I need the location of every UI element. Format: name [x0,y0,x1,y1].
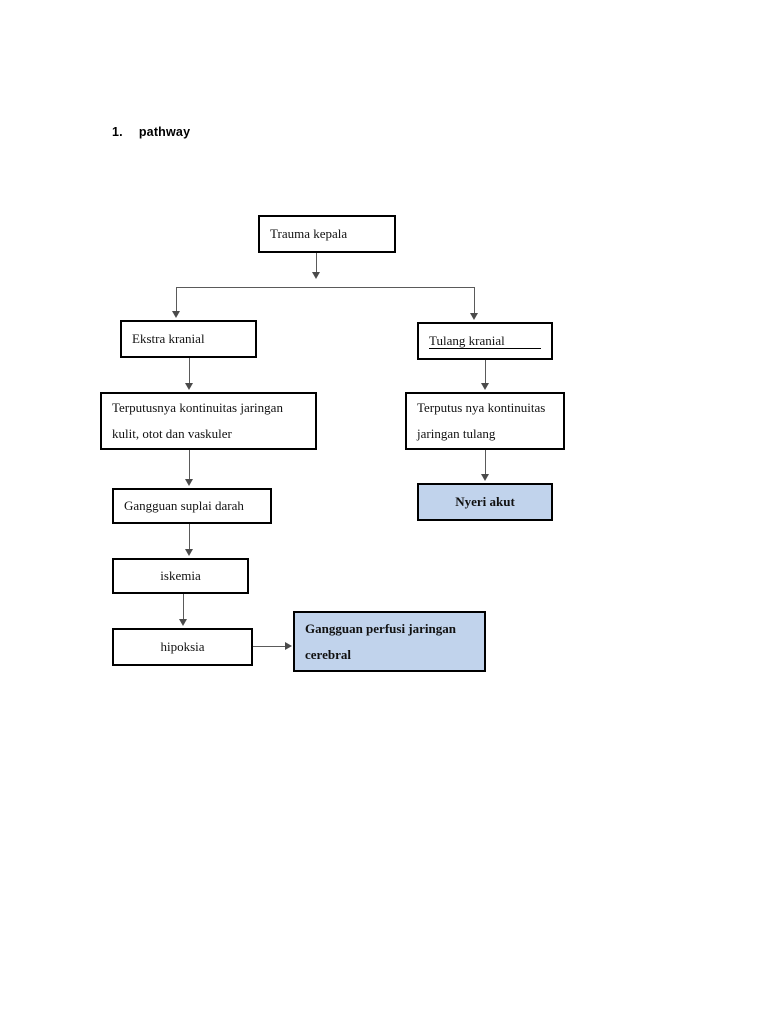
node-tulang-kranial[interactable]: Tulang kranial [417,322,553,360]
node-label: Trauma kepala [270,226,348,241]
heading-label: pathway [138,125,191,139]
node-trauma-kepala[interactable]: Trauma kepala [258,215,396,253]
node-nyeri-akut[interactable]: Nyeri akut [417,483,553,521]
node-label: Gangguan perfusi jaringan cerebral [305,620,456,662]
page-heading: 1. pathway [112,125,190,139]
node-label: hipoksia [160,639,205,654]
node-label: Terputusnya kontinuitas jaringan kulit, … [112,400,283,441]
node-iskemia[interactable]: iskemia [112,558,249,594]
node-gangguan-perfusi-cerebral[interactable]: Gangguan perfusi jaringan cerebral [293,611,486,672]
heading-number: 1. [112,125,123,139]
node-underline-rule [429,348,541,349]
node-label: Nyeri akut [455,494,515,509]
node-terputusnya-jaringan[interactable]: Terputusnya kontinuitas jaringan kulit, … [100,392,317,450]
node-label: Ekstra kranial [132,331,205,346]
node-label: Gangguan suplai darah [124,498,244,513]
node-label: iskemia [160,568,201,583]
node-terputus-jaringan-tulang[interactable]: Terputus nya kontinuitas jaringan tulang [405,392,565,450]
node-label: Tulang kranial [429,333,505,348]
node-ekstra-kranial[interactable]: Ekstra kranial [120,320,257,358]
node-gangguan-suplai-darah[interactable]: Gangguan suplai darah [112,488,272,524]
node-label: Terputus nya kontinuitas jaringan tulang [417,400,546,441]
node-hipoksia[interactable]: hipoksia [112,628,253,666]
